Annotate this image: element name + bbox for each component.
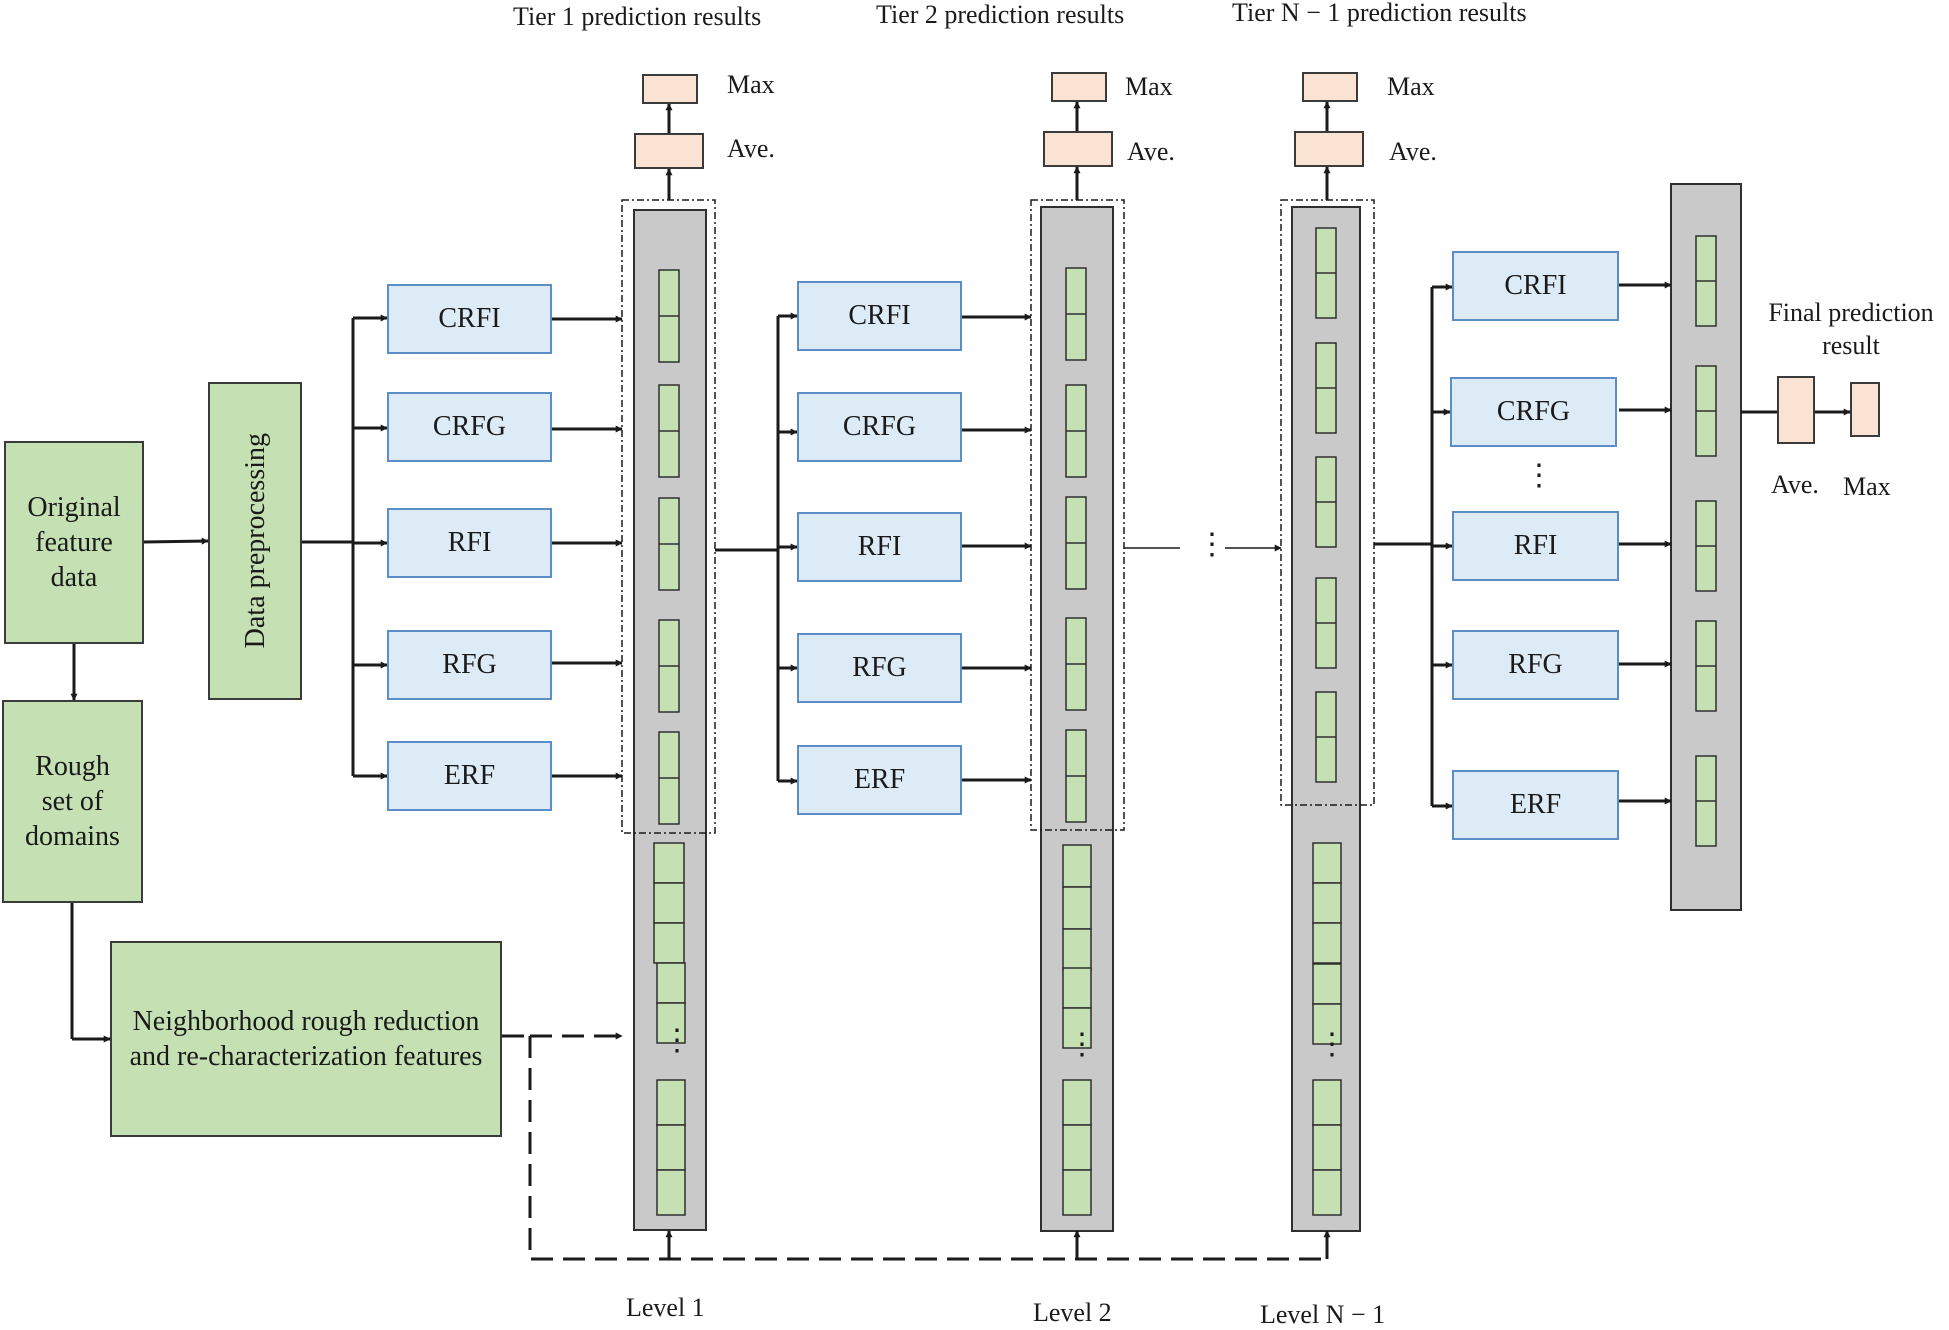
model-crfg-tier2: CRFG (797, 392, 962, 462)
dashed-feedback-bottom (528, 1036, 1327, 1261)
model-crfi-tier1: CRFI (387, 284, 552, 354)
level2-lower-cell-c-2 (1062, 1124, 1092, 1171)
level2-lower-cell-a-3 (1062, 928, 1092, 972)
arrow-original-to-preprocess (143, 537, 209, 545)
model-erf-final: ERF (1452, 770, 1619, 840)
tier-n1-max-label: Max (1387, 72, 1435, 101)
level1-lower-cell-a-3 (653, 922, 685, 964)
ellipsis-level1: ⋮ (662, 1024, 692, 1057)
level-n1-lower-cell-c-2 (1312, 1124, 1342, 1171)
model-rfi-tier1: RFI (387, 508, 552, 578)
model-label: CRFG (1496, 396, 1571, 427)
final-max-label: Max (1843, 472, 1891, 501)
model-rfi-tier2: RFI (797, 512, 962, 582)
model-rfg-tier1: RFG (387, 630, 552, 700)
final-prediction-text: Final prediction result (1768, 298, 1934, 360)
tier-n1-ave-label: Ave. (1389, 137, 1437, 166)
tier-n1-ave-box (1294, 131, 1364, 167)
tier-n1-max-box (1302, 72, 1358, 102)
model-rfg-final: RFG (1452, 630, 1619, 700)
tier1-title: Tier 1 prediction results (513, 2, 762, 31)
level-n1-lower-cell-c-1 (1312, 1079, 1342, 1126)
original-feature-data-node: Original feature data (4, 441, 144, 644)
level-n1-lower-cell-b-2 (1312, 1003, 1342, 1045)
level1-lower-cell-a-1 (653, 842, 685, 884)
level2-lower-cell-c-3 (1062, 1169, 1092, 1216)
model-label: RFG (442, 649, 497, 680)
model-crfi-tier2: CRFI (797, 281, 962, 351)
level1-lower-cell-c-1 (656, 1079, 686, 1126)
final-ave-box (1777, 376, 1815, 444)
final-max-box (1850, 382, 1880, 437)
model-crfi-final: CRFI (1452, 251, 1619, 321)
ellipsis-level2: ⋮ (1067, 1028, 1097, 1061)
ellipsis-level-n1: ⋮ (1317, 1028, 1347, 1061)
level-n1-lower-cell-a-1 (1312, 842, 1342, 884)
tier2-ave-label: Ave. (1127, 137, 1175, 166)
neighborhood-reduction-label: Neighborhood rough reduction and re-char… (129, 1006, 483, 1072)
model-rfi-final: RFI (1452, 511, 1619, 581)
feature-columns (621, 183, 1742, 1232)
level1-column (633, 209, 707, 1231)
model-label: RFI (857, 531, 902, 562)
connector-lines (70, 101, 1851, 1261)
model-label: RFG (852, 652, 907, 683)
model-label: RFI (447, 527, 492, 558)
model-label: CRFG (842, 411, 917, 442)
tier2-max-box (1051, 72, 1107, 102)
tier2-ave-box (1043, 131, 1113, 167)
data-preprocessing-label: Data preprocessing (239, 433, 271, 649)
level1-lower-cell-a-2 (653, 882, 685, 924)
tier1-ave-label: Ave. (727, 134, 775, 163)
level1-lower-cell-b-2 (656, 1002, 686, 1044)
tier1-max-label: Max (727, 70, 775, 99)
level2-lower-cell-b-2 (1062, 1007, 1092, 1049)
tier1-ave-box (634, 133, 704, 169)
neighborhood-reduction-node: Neighborhood rough reduction and re-char… (110, 941, 502, 1137)
ellipsis-between-tiers: ⋮ (1197, 528, 1227, 561)
model-crfg-final: CRFG (1450, 377, 1617, 447)
model-erf-tier2: ERF (797, 745, 962, 815)
level2-lower-cell-b-1 (1062, 967, 1092, 1009)
tier1-max-box (642, 74, 698, 104)
model-label: ERF (853, 764, 906, 795)
level-n1-lower-cell-a-3 (1312, 922, 1342, 964)
ellipsis-final-models: ⋮ (1524, 459, 1554, 492)
model-label: RFI (1513, 530, 1558, 561)
level2-lower-cell-c-1 (1062, 1079, 1092, 1126)
model-label: RFG (1508, 649, 1563, 680)
level1-lower-cell-c-3 (656, 1169, 686, 1216)
tier2-title: Tier 2 prediction results (876, 0, 1125, 29)
level-n1-lower-cell-c-3 (1312, 1169, 1342, 1216)
level1-lower-cell-c-2 (656, 1124, 686, 1171)
model-label: ERF (443, 760, 496, 791)
model-label: ERF (1509, 789, 1562, 820)
data-preprocessing-node: Data preprocessing (208, 382, 302, 700)
level2-lower-cell-a-1 (1062, 844, 1092, 888)
model-label: CRFI (438, 303, 501, 334)
final-prediction-title: Final prediction result (1756, 296, 1946, 362)
original-feature-data-label: Original feature data (27, 492, 121, 593)
level2-label: Level 2 (1033, 1298, 1112, 1327)
model-label: CRFG (432, 411, 507, 442)
rough-set-node: Rough set of domains (2, 700, 143, 903)
model-rfg-tier2: RFG (797, 633, 962, 703)
tier2-max-label: Max (1125, 72, 1173, 101)
model-label: CRFI (1504, 270, 1567, 301)
model-erf-tier1: ERF (387, 741, 552, 811)
level-n1-label: Level N − 1 (1260, 1300, 1386, 1329)
level1-label: Level 1 (626, 1293, 705, 1322)
level-n1-lower-cell-b-1 (1312, 963, 1342, 1005)
model-label: CRFI (848, 300, 911, 331)
model-crfg-tier1: CRFG (387, 392, 552, 462)
level2-lower-cell-a-2 (1062, 886, 1092, 930)
tier-n1-title: Tier N − 1 prediction results (1232, 0, 1527, 27)
rough-set-label: Rough set of domains (25, 751, 120, 852)
level1-lower-cell-b-1 (656, 962, 686, 1004)
level-n1-lower-cell-a-2 (1312, 882, 1342, 924)
final-ave-label: Ave. (1771, 470, 1819, 499)
